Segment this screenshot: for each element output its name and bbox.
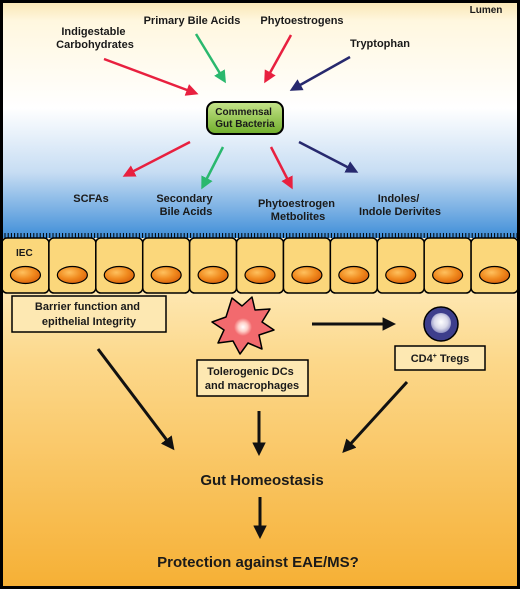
microvilli <box>4 233 518 238</box>
epithelial-nucleus-icon <box>432 265 464 285</box>
epithelial-cell <box>235 237 285 294</box>
epithelial-nucleus-icon <box>291 265 323 285</box>
epithelial-cell <box>95 237 144 294</box>
lumen-label: Lumen <box>470 5 503 16</box>
arrow-barrier-to-homeostasis <box>96 348 175 451</box>
epithelial-nucleus-icon <box>103 265 135 285</box>
epithelial-nucleus-icon <box>478 265 511 285</box>
epithelial-cell-layer <box>1 233 519 294</box>
arrow-secondary-bile-acids <box>201 146 225 190</box>
epithelial-cell <box>188 237 238 294</box>
epithelial-cell <box>329 237 379 294</box>
epithelial-nucleus-icon <box>56 265 88 285</box>
treg-box <box>394 345 486 371</box>
treg-label: CD4+ Tregs <box>411 353 470 365</box>
arrow-treg-to-homeostasis <box>342 380 409 453</box>
epithelial-cell <box>470 237 519 294</box>
input-label-phytoestrogens: Phytoestrogens <box>260 15 343 27</box>
input-label-carbohydrates: Indigestable Carbohydrates <box>56 26 134 51</box>
epithelial-nucleus-icon <box>244 265 276 285</box>
epithelial-nucleus-icon <box>150 265 182 285</box>
epithelial-cell <box>48 237 97 294</box>
arrow-primary-bile-acids <box>194 33 226 84</box>
tolerogenic-dc-box <box>196 359 309 397</box>
epithelial-nucleus-icon <box>9 265 42 285</box>
arrow-indoles <box>298 140 359 173</box>
epithelial-nucleus-icon <box>197 265 229 285</box>
epithelial-nucleus-icon <box>338 265 370 285</box>
output-label-phytoestrogen-metabolites: Phytoestrogen Metbolites <box>258 198 338 223</box>
epithelial-cell <box>282 237 332 294</box>
arrow-phytoestrogen-metabolites <box>269 146 293 190</box>
dendritic-cell-nucleus-icon <box>234 318 252 336</box>
epithelial-cell <box>1 237 50 294</box>
epithelial-cell <box>423 237 472 294</box>
output-label-secondary-bile-acids: Secondary Bile Acids <box>156 193 215 218</box>
output-label-scfas: SCFAs <box>73 193 108 205</box>
barrier-function-box <box>11 295 167 333</box>
gut-homeostasis-label: Gut Homeostasis <box>200 472 323 489</box>
arrow-scfas <box>122 140 191 177</box>
arrow-phytoestrogens <box>264 34 293 84</box>
protection-question-label: Protection against EAE/MS? <box>157 554 359 571</box>
output-label-indoles: Indoles/ Indole Derivites <box>359 193 441 218</box>
treg-cell-nucleus-icon <box>431 313 451 333</box>
input-label-primary-bile-acids: Primary Bile Acids <box>144 15 241 27</box>
commensal-bacteria-box <box>206 101 284 135</box>
arrow-tryptophan <box>289 55 351 91</box>
commensal-bacteria-label: Commensal Gut Bacteria <box>215 107 275 130</box>
iec-label: IEC <box>16 248 33 259</box>
input-label-tryptophan: Tryptophan <box>350 38 410 50</box>
epithelial-nucleus-icon <box>385 265 417 285</box>
tolerogenic-dc-label: Tolerogenic DCs and macrophages <box>205 366 299 392</box>
arrow-carbohydrates <box>103 57 199 96</box>
epithelial-cell <box>141 237 191 294</box>
barrier-function-label: Barrier function and epithelial Integrit… <box>35 301 143 328</box>
epithelial-cell <box>376 237 425 294</box>
